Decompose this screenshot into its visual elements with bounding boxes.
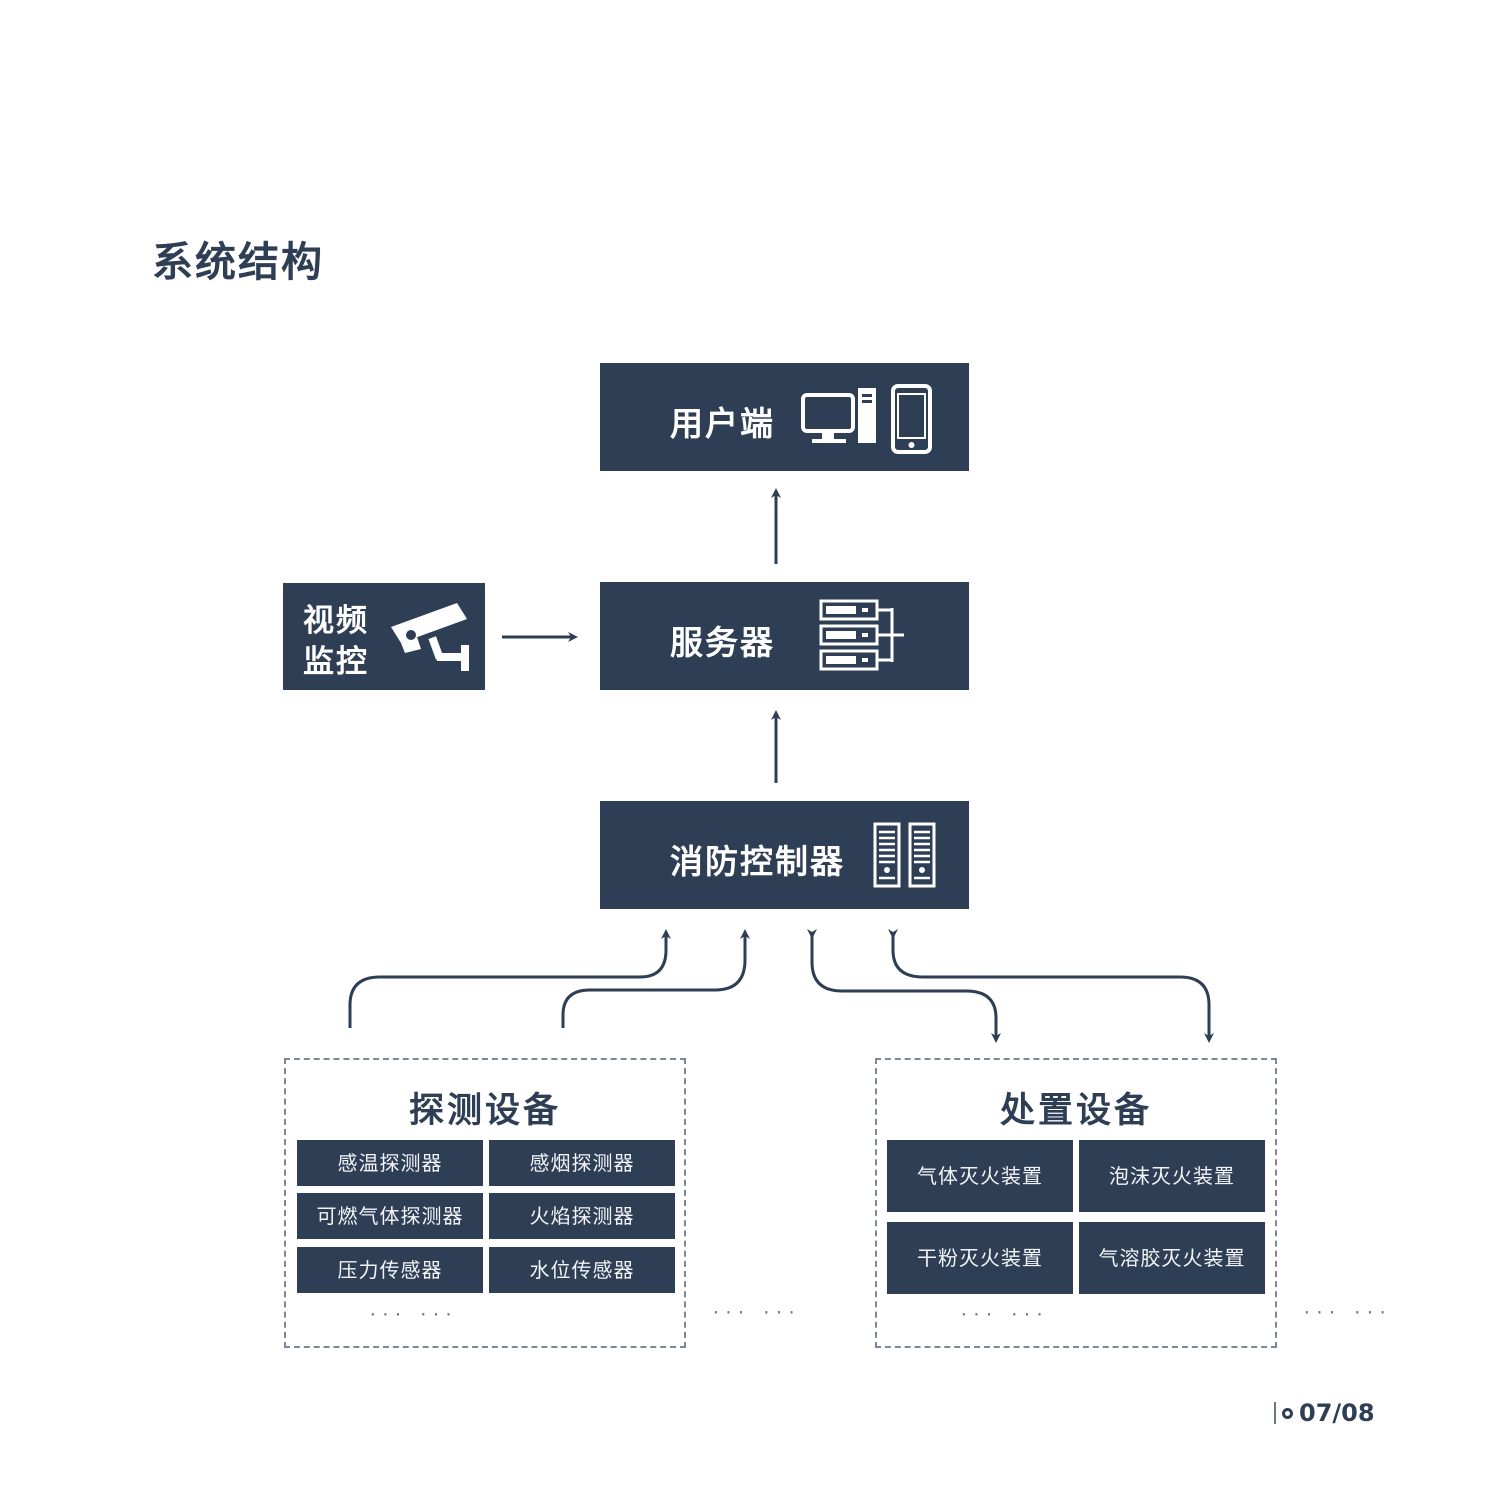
disposal-item: 气体灭火装置 — [887, 1140, 1073, 1212]
disposal-item: 干粉灭火装置 — [887, 1222, 1073, 1294]
user-terminal-box: 用户端 — [600, 363, 969, 471]
detection-item: 压力传感器 — [297, 1247, 483, 1293]
arrow-disposal-2 — [888, 929, 1214, 1043]
fire-controller-box: 消防控制器 — [600, 801, 969, 909]
detection-item: 可燃气体探测器 — [297, 1193, 483, 1239]
detection-devices-group: 探测设备 感温探测器 感烟探测器 可燃气体探测器 火焰探测器 压力传感器 水位传… — [284, 1058, 686, 1348]
detection-more: ··· ··· — [368, 1305, 457, 1324]
detection-devices-title: 探测设备 — [408, 1091, 561, 1131]
fire-controller-label: 消防控制器 — [670, 842, 845, 881]
arrow-detection-1 — [348, 929, 671, 1028]
detection-item: 感温探测器 — [297, 1140, 483, 1186]
page-marker-icon — [1282, 1407, 1293, 1419]
server-label: 服务器 — [670, 623, 775, 662]
disposal-item: 泡沫灭火装置 — [1079, 1140, 1265, 1212]
detection-item: 火焰探测器 — [489, 1193, 675, 1239]
video-label-line1: 视频 — [303, 603, 369, 639]
server-box: 服务器 — [600, 582, 969, 690]
arrow-disposal-1 — [807, 929, 1001, 1043]
page-number-divider — [1274, 1402, 1276, 1424]
page-number-text: 07/08 — [1299, 1399, 1375, 1427]
cctv-camera-icon — [391, 603, 469, 671]
video-monitoring-box: 视频 监控 — [283, 583, 485, 690]
page-number: 07/08 — [1274, 1398, 1375, 1428]
arrow-detection-2 — [561, 929, 750, 1028]
disposal-devices-group: 处置设备 气体灭火装置 泡沫灭火装置 干粉灭火装置 气溶胶灭火装置 ··· ··… — [875, 1058, 1277, 1348]
video-label-line2: 监控 — [303, 644, 369, 680]
disposal-more: ··· ··· — [959, 1305, 1048, 1324]
user-terminal-label: 用户端 — [670, 404, 775, 443]
detection-item: 水位传感器 — [489, 1247, 675, 1293]
server-rack-icon — [819, 599, 904, 671]
computer-icon — [801, 388, 876, 443]
page-title: 系统结构 — [152, 238, 324, 286]
detection-item: 感烟探测器 — [489, 1140, 675, 1186]
disposal-more-outside: ··· ··· — [1302, 1303, 1391, 1322]
detection-more-outside: ··· ··· — [711, 1303, 800, 1322]
phone-icon — [891, 384, 932, 454]
controller-cabinet-icon — [873, 822, 936, 888]
disposal-item: 气溶胶灭火装置 — [1079, 1222, 1265, 1294]
disposal-devices-title: 处置设备 — [999, 1091, 1152, 1131]
